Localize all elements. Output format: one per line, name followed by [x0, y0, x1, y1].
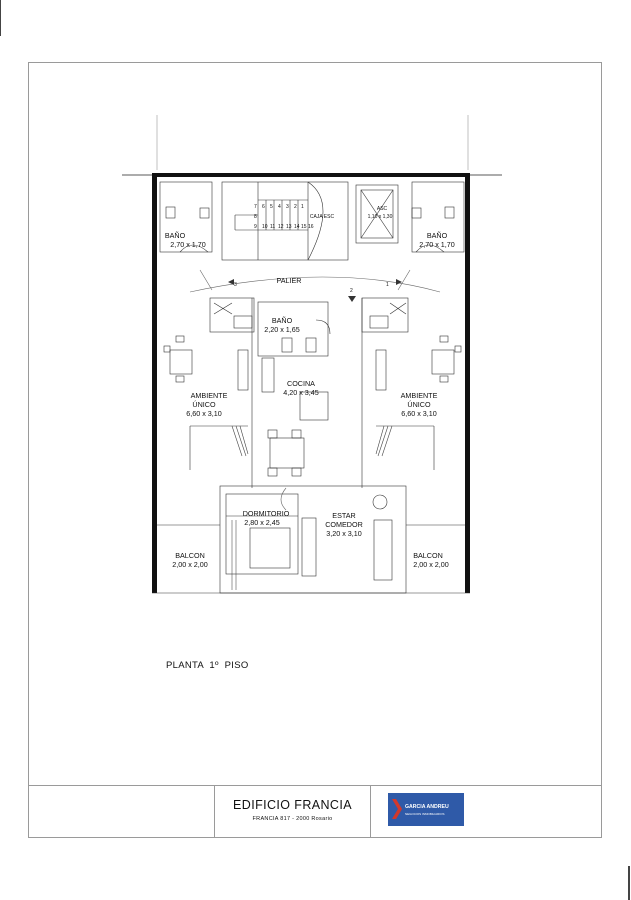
- room-label: AMBIENTE: [401, 391, 438, 400]
- stair-step-label: 13: [286, 224, 292, 230]
- stair-step-label: 14: [294, 224, 300, 230]
- building-address: FRANCIA 817 - 2000 Rosario: [252, 816, 333, 822]
- room-label: ASC: [377, 206, 388, 212]
- logo-tagline: NEGOCIOS INMOBILIARIOS: [405, 812, 445, 816]
- stair-step-label: 10: [262, 224, 268, 230]
- room-labels: BAÑO 2,70 x 1,70 BAÑO 2,70 x 1,70 CAJA E…: [165, 206, 455, 569]
- unit-marker-1: 1: [386, 282, 389, 288]
- plan-title: PLANTA 1º PISO: [166, 660, 249, 671]
- stair-step-label: 15: [301, 224, 307, 230]
- stair-step-label: 7: [254, 204, 257, 210]
- stair-step-label: 6: [262, 204, 265, 210]
- room-dimension: 2,00 x 2,00: [413, 560, 449, 569]
- stair-step-label: 3: [286, 204, 289, 210]
- company-logo: GARCIA ANDREU NEGOCIOS INMOBILIARIOS: [388, 793, 464, 826]
- room-dimension: 4,20 x 3,45: [283, 388, 319, 397]
- room-dimension: 2,00 x 2,00: [172, 560, 208, 569]
- room-label: AMBIENTE: [191, 391, 228, 400]
- room-label: BAÑO: [272, 316, 293, 325]
- room-dimension: 3,20 x 3,10: [326, 529, 362, 538]
- room-dimension: 2,80 x 2,45: [244, 518, 280, 527]
- room-label: COCINA: [287, 379, 315, 388]
- room-label: BALCON: [413, 551, 443, 560]
- room-label: BALCON: [175, 551, 205, 560]
- titleblock: EDIFICIO FRANCIA FRANCIA 817 - 2000 Rosa…: [214, 785, 371, 838]
- stair-step-label: 2: [294, 204, 297, 210]
- stair-step-label: 8: [254, 214, 257, 220]
- room-label: CAJA ESC: [310, 214, 335, 220]
- room-label: ÚNICO: [407, 400, 431, 409]
- room-dimension: 6,60 x 3,10: [186, 409, 222, 418]
- room-label: ESTAR: [332, 511, 355, 520]
- crop-mark-right: [628, 866, 630, 900]
- room-dimension: 6,60 x 3,10: [401, 409, 437, 418]
- stair-step-label: 1: [301, 204, 304, 210]
- drawing-sheet: [28, 62, 602, 838]
- stair-step-label: 12: [278, 224, 284, 230]
- room-label: ÚNICO: [192, 400, 216, 409]
- unit-marker-3: 3: [234, 282, 237, 288]
- room-label: DORMITORIO: [243, 509, 290, 518]
- stair-step-label: 5: [270, 204, 273, 210]
- room-label: BAÑO: [427, 231, 448, 240]
- room-label: BAÑO: [165, 231, 186, 240]
- room-label: COMEDOR: [325, 520, 363, 529]
- stair-step-label: 9: [254, 224, 257, 230]
- logo-wordmark: GARCIA ANDREU: [405, 804, 449, 810]
- unit-marker-2: 2: [350, 288, 353, 294]
- stair-step-label: 4: [278, 204, 281, 210]
- room-dimension: 2,20 x 1,65: [264, 325, 300, 334]
- crop-mark-left: [0, 0, 1, 36]
- logo-mark-icon: [392, 799, 402, 819]
- stair-step-label: 11: [270, 224, 275, 230]
- room-label: PALIER: [276, 276, 301, 285]
- plan-linework: [122, 115, 502, 594]
- room-dimension: 2,70 x 1,70: [419, 240, 455, 249]
- stair-step-label: 16: [308, 224, 314, 230]
- room-dimension: 1,10 x 1,30: [368, 214, 393, 220]
- stair-numbers: 7 6 5 4 3 2 1 8 9 10 11 12 13 14 15 16: [254, 204, 314, 230]
- titleblock-divider: [28, 785, 602, 786]
- room-dimension: 2,70 x 1,70: [170, 240, 206, 249]
- building-name: EDIFICIO FRANCIA: [233, 798, 352, 812]
